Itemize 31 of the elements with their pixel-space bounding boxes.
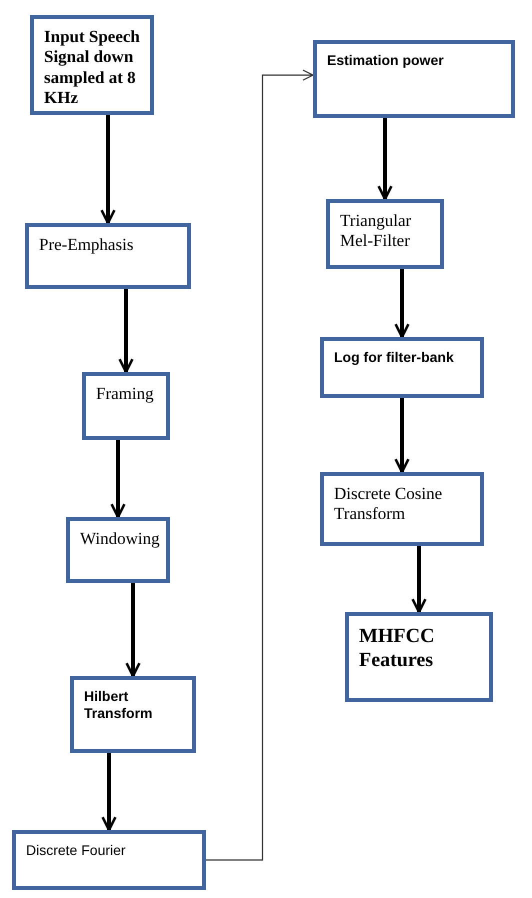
arrow [411,546,427,614]
process-box [70,676,196,753]
process-box [66,517,170,583]
process-box [30,15,154,115]
box-label: Discrete Fourier [26,842,127,859]
process-box [320,472,484,546]
box-label: Estimation power [327,52,445,69]
process-box [25,223,191,289]
box-label: Triangular Mel-Filter [340,211,412,252]
box-label: Framing [96,384,155,404]
box-label: Log for filter-bank [334,349,455,366]
arrow [110,440,126,518]
process-box [345,612,493,702]
arrow [394,398,410,474]
process-box [326,199,444,269]
box-label: Discrete Cosine Transform [334,484,444,525]
arrow [118,289,134,374]
arrow [101,753,117,832]
box-label: Input Speech Signal down sampled at 8 KHz [44,27,140,109]
box-label: Hilbert Transform [84,688,154,722]
arrow [394,269,410,338]
arrow [100,115,116,224]
process-box [82,372,170,440]
process-box [12,830,206,890]
box-label: MHFCC Features [359,624,436,672]
arrow [125,583,141,678]
arrow [377,118,393,200]
process-box [313,40,515,118]
box-label: Pre-Emphasis [39,235,134,256]
process-box [320,337,484,398]
arrow [206,70,314,861]
